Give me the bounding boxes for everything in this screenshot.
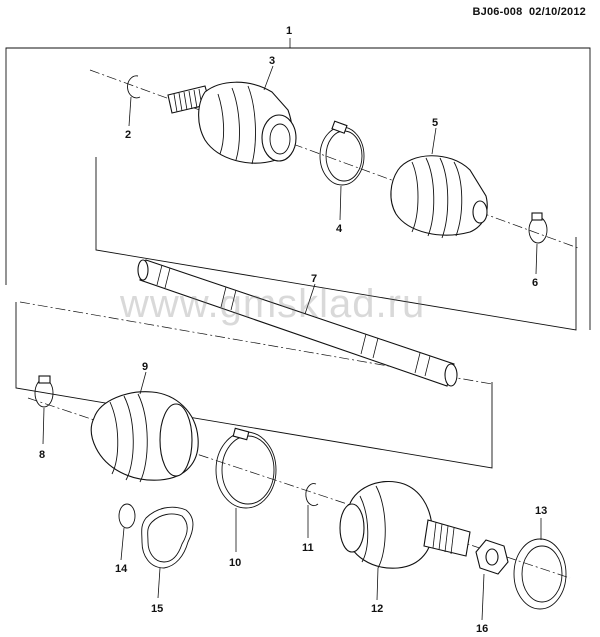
outer-cv-joint-3	[167, 81, 297, 165]
large-clamp-10	[215, 427, 277, 509]
callout-14: 14	[115, 563, 128, 575]
callout-4: 4	[336, 223, 343, 235]
callout-11: 11	[302, 542, 314, 554]
leader-14	[120, 527, 125, 561]
callout-13: 13	[535, 505, 547, 517]
document-header: BJ06-008 02/10/2012	[473, 6, 587, 18]
drive-shaft-7	[137, 259, 458, 387]
callout-1: 1	[286, 25, 292, 37]
leader-8	[42, 407, 45, 445]
watermark: www.gmsklad.ru	[120, 282, 426, 326]
leader-9	[139, 371, 147, 395]
boot-clamp-4	[319, 120, 365, 186]
callout-9: 9	[142, 361, 148, 373]
callout-10: 10	[229, 557, 241, 569]
o-ring-14	[118, 503, 136, 529]
upper-axis	[89, 69, 579, 249]
small-clamp-8	[34, 375, 54, 408]
outer-cv-joint-12	[339, 480, 471, 569]
leader-15	[157, 567, 161, 599]
callout-5: 5	[432, 117, 438, 129]
document-date: 02/10/2012	[528, 6, 586, 18]
seal-ring-13	[513, 538, 567, 610]
lower-bracket	[15, 302, 493, 469]
leader-12	[376, 567, 379, 601]
upper-bracket	[95, 157, 577, 331]
callout-7: 7	[311, 273, 317, 285]
callout-16: 16	[476, 623, 488, 635]
leader-5	[431, 127, 437, 155]
callout-8: 8	[39, 449, 45, 461]
boot-5	[390, 155, 488, 239]
assembly-bracket	[5, 47, 591, 330]
callout-15: 15	[151, 603, 163, 615]
callout-2: 2	[125, 129, 131, 141]
leader-4	[339, 185, 342, 221]
leader-2	[128, 96, 132, 127]
leader-7	[304, 283, 316, 315]
leader-6	[535, 243, 538, 275]
gasket-15	[141, 506, 194, 569]
hub-nut-16	[475, 539, 509, 575]
boot-9	[90, 391, 199, 483]
snap-ring-2	[127, 75, 141, 99]
document-id: BJ06-008	[472, 6, 523, 18]
callout-12: 12	[371, 603, 383, 615]
leader-16	[481, 573, 485, 621]
snap-ring-11	[305, 483, 319, 507]
callout-3: 3	[269, 55, 275, 67]
small-clamp-6	[528, 212, 548, 244]
leader-3	[263, 65, 274, 91]
callout-6: 6	[532, 277, 538, 289]
